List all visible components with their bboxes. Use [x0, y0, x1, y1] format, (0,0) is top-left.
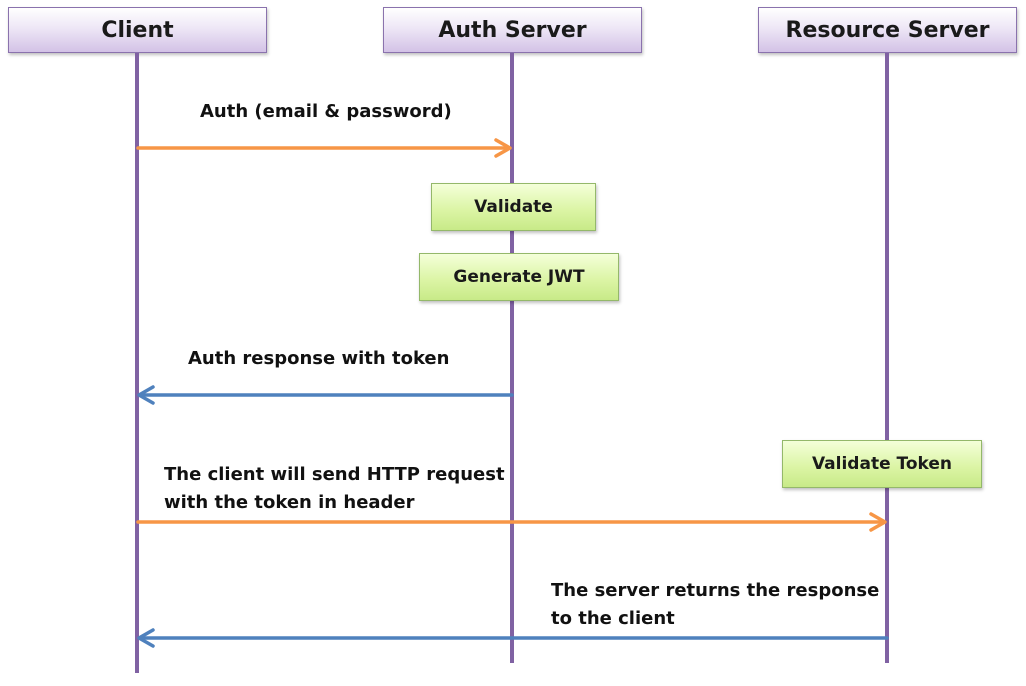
validate-box: Validate — [431, 183, 596, 231]
http-request-label-line1: The client will send HTTP request — [164, 464, 505, 485]
validate-label: Validate — [474, 197, 553, 217]
auth-response-label: Auth response with token — [188, 348, 450, 369]
server-response-label-line1: The server returns the response — [551, 580, 880, 601]
auth-request-label: Auth (email & password) — [200, 101, 452, 122]
validate-token-label: Validate Token — [811, 454, 953, 474]
auth-response-arrow — [137, 385, 514, 405]
auth-server-lifeline — [510, 53, 514, 663]
resource-server-actor-label: Resource Server — [785, 17, 990, 43]
validate-token-box: Validate Token — [782, 440, 982, 488]
auth-request-arrow — [136, 138, 512, 158]
http-request-label-line2: with the token in header — [164, 492, 415, 513]
generate-jwt-label: Generate JWT — [453, 267, 585, 287]
server-response-arrow — [137, 628, 889, 648]
http-request-arrow — [136, 512, 887, 532]
client-lifeline — [135, 53, 139, 673]
resource-server-lifeline — [885, 53, 889, 663]
auth-server-actor: Auth Server — [383, 7, 642, 53]
client-actor: Client — [8, 7, 267, 53]
server-response-label-line2: to the client — [551, 608, 675, 629]
auth-server-actor-label: Auth Server — [438, 17, 587, 43]
resource-server-actor: Resource Server — [758, 7, 1017, 53]
generate-jwt-box: Generate JWT — [419, 253, 619, 301]
client-actor-label: Client — [101, 17, 174, 43]
